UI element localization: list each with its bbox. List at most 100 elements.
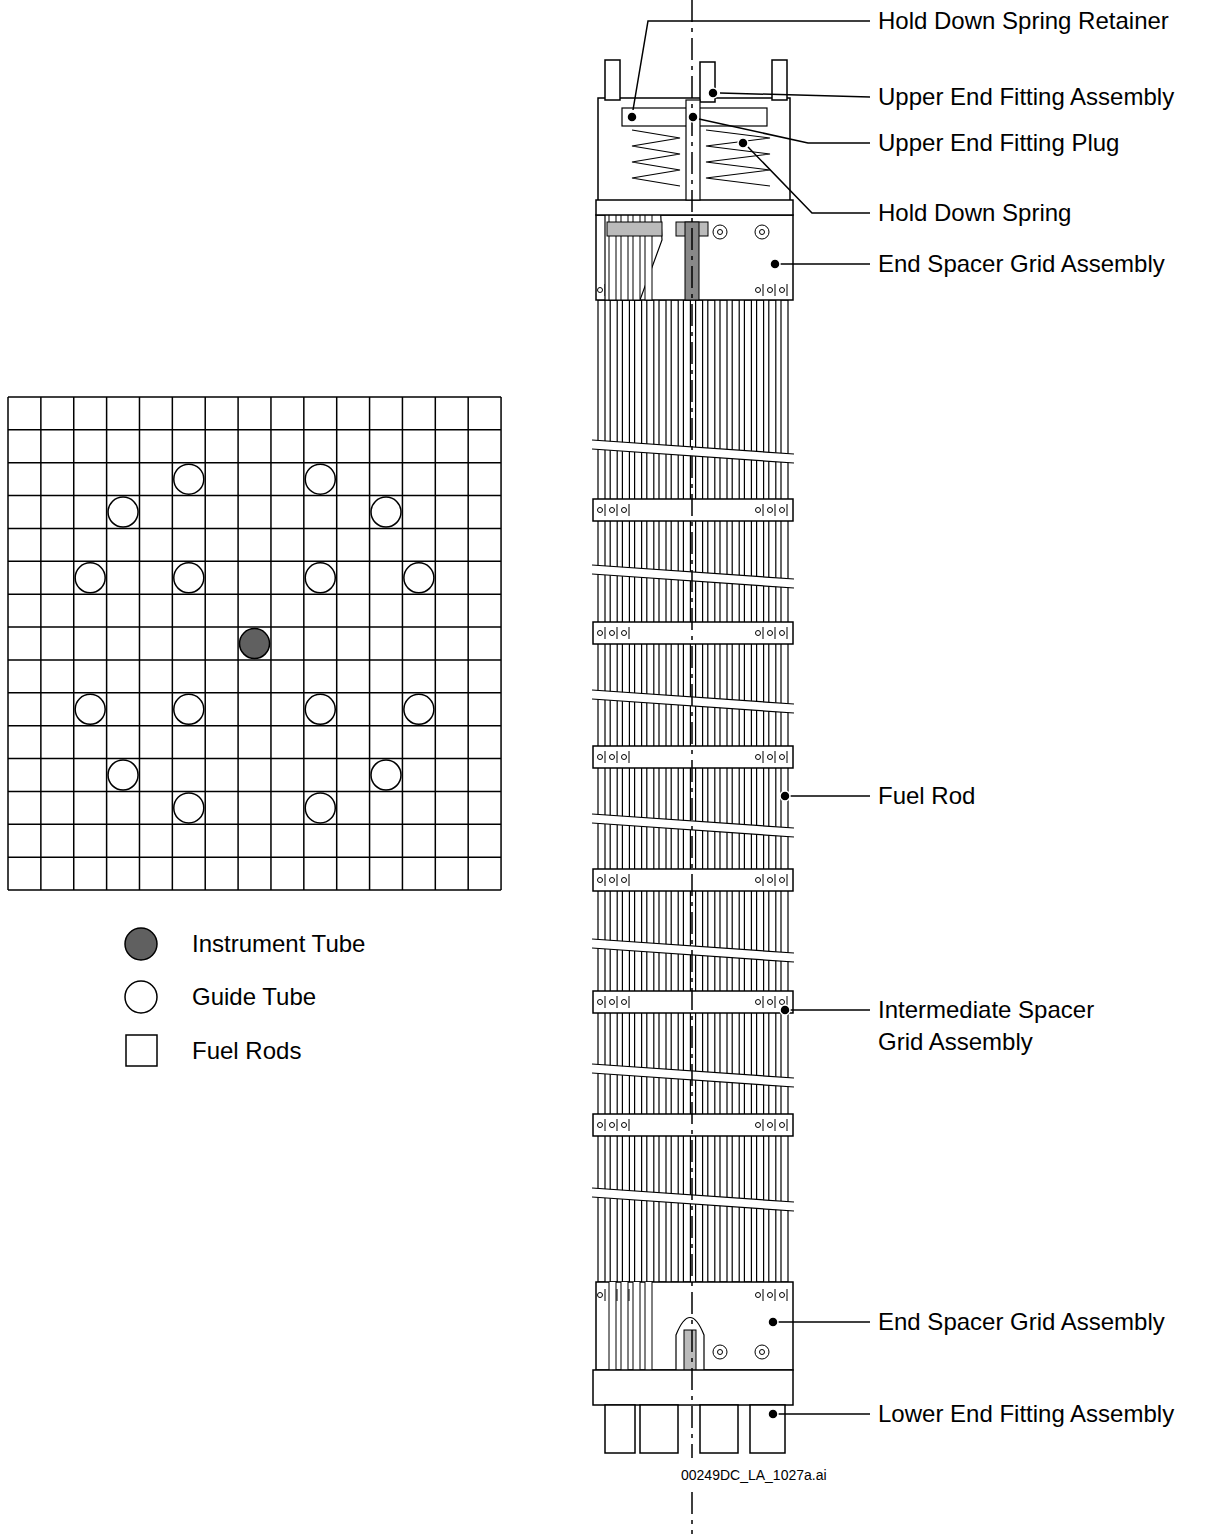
grid-dimple bbox=[768, 755, 773, 760]
grid-dimple bbox=[768, 1293, 773, 1298]
intermediate-spacer-grid bbox=[593, 869, 793, 891]
intermediate-spacer-grid bbox=[593, 622, 793, 644]
grid-spring bbox=[617, 874, 618, 886]
grid-dimple bbox=[622, 508, 627, 513]
grid-dimple bbox=[598, 1000, 603, 1005]
leader-dot bbox=[627, 112, 637, 122]
grid-dimple bbox=[598, 508, 603, 513]
grid-hole bbox=[755, 225, 769, 239]
leader-line bbox=[633, 21, 870, 110]
grid-line bbox=[270, 397, 272, 890]
grid-spring bbox=[617, 1119, 618, 1131]
part-label: Upper End Fitting Plug bbox=[878, 127, 1119, 159]
grid-dimple bbox=[768, 631, 773, 636]
legend-text: Instrument Tube bbox=[192, 928, 365, 960]
grid-dimple bbox=[756, 631, 761, 636]
grid-spring bbox=[629, 751, 630, 763]
grid-spring bbox=[763, 874, 764, 886]
grid-dimple bbox=[598, 1123, 603, 1128]
grid-spring bbox=[605, 996, 606, 1008]
guide-tube bbox=[371, 760, 401, 790]
grid-spring bbox=[629, 627, 630, 639]
grid-line bbox=[8, 396, 501, 398]
file-name: 00249DC_LA_1027a.ai bbox=[679, 1466, 829, 1484]
leader-line bbox=[780, 263, 870, 265]
instrument-tube bbox=[240, 629, 270, 659]
grid-spring bbox=[629, 1289, 630, 1301]
grid-hole bbox=[718, 230, 723, 235]
guide-tube bbox=[404, 694, 434, 724]
grid-dimple bbox=[622, 755, 627, 760]
grid-line bbox=[204, 397, 206, 890]
leader-dot bbox=[768, 1409, 778, 1419]
fitting-plate bbox=[596, 200, 793, 215]
leader-line bbox=[778, 1321, 870, 1323]
grid-spring bbox=[763, 1119, 764, 1131]
lattice-grid bbox=[8, 397, 501, 890]
centre-line bbox=[691, 1492, 693, 1534]
grid-spring bbox=[787, 751, 788, 763]
grid-dimple bbox=[610, 878, 615, 883]
fitting-leg bbox=[700, 1405, 738, 1453]
grid-dimple bbox=[768, 1000, 773, 1005]
grid-line bbox=[8, 824, 501, 826]
part-label: Hold Down Spring Retainer bbox=[878, 5, 1169, 37]
guide-tube bbox=[305, 694, 335, 724]
break-line bbox=[592, 1197, 794, 1211]
grid-dimple bbox=[598, 1293, 603, 1298]
grid-dimple bbox=[598, 288, 603, 293]
grid-hole bbox=[713, 1345, 727, 1359]
grid-spring bbox=[787, 1289, 788, 1301]
leader-line bbox=[748, 147, 870, 213]
grid-spring bbox=[787, 504, 788, 516]
grid-spring bbox=[775, 627, 776, 639]
grid-line bbox=[172, 397, 174, 890]
grid-spring bbox=[605, 504, 606, 516]
break-band bbox=[590, 814, 796, 837]
grid-line bbox=[8, 429, 501, 431]
grid-line bbox=[7, 397, 9, 890]
break-band bbox=[590, 565, 796, 588]
grid-hole bbox=[713, 225, 727, 239]
break-line bbox=[592, 574, 794, 588]
grid-line bbox=[8, 528, 501, 530]
break-line bbox=[592, 1064, 794, 1078]
grid-dimple bbox=[756, 1293, 761, 1298]
break-line bbox=[592, 1188, 794, 1202]
centre-line bbox=[691, 0, 693, 1458]
leader-line bbox=[790, 795, 870, 797]
grid-dimple bbox=[780, 631, 785, 636]
break-line bbox=[592, 690, 794, 704]
grid-dimple bbox=[622, 1123, 627, 1128]
break-band bbox=[590, 1064, 796, 1087]
grid-line bbox=[139, 397, 141, 890]
guide-tube bbox=[174, 563, 204, 593]
break-band bbox=[590, 939, 796, 962]
guide-tube bbox=[305, 563, 335, 593]
grid-spring bbox=[775, 284, 776, 296]
grid-line bbox=[467, 397, 469, 890]
grid-spring bbox=[787, 284, 788, 296]
leader-dot bbox=[770, 259, 780, 269]
hatched-cap bbox=[607, 222, 662, 236]
grid-spring bbox=[605, 874, 606, 886]
grid-spring bbox=[617, 996, 618, 1008]
grid-dimple bbox=[598, 755, 603, 760]
fuel-assembly bbox=[590, 0, 796, 1534]
grid-dimple bbox=[610, 1000, 615, 1005]
part-label: Hold Down Spring bbox=[878, 197, 1071, 229]
grid-line bbox=[237, 397, 239, 890]
grid-hole bbox=[718, 1350, 723, 1355]
grid-dimple bbox=[610, 755, 615, 760]
grid-line bbox=[402, 397, 404, 890]
grid-spring bbox=[763, 1289, 764, 1301]
grid-spring bbox=[629, 1119, 630, 1131]
grid-spring bbox=[775, 1289, 776, 1301]
grid-spring bbox=[787, 874, 788, 886]
legend-text: Guide Tube bbox=[192, 981, 316, 1013]
grid-line bbox=[435, 397, 437, 890]
intermediate-spacer-grid bbox=[593, 499, 793, 521]
grid-line bbox=[40, 397, 42, 890]
part-label: Fuel Rod bbox=[878, 780, 975, 812]
leader-line bbox=[699, 119, 870, 143]
